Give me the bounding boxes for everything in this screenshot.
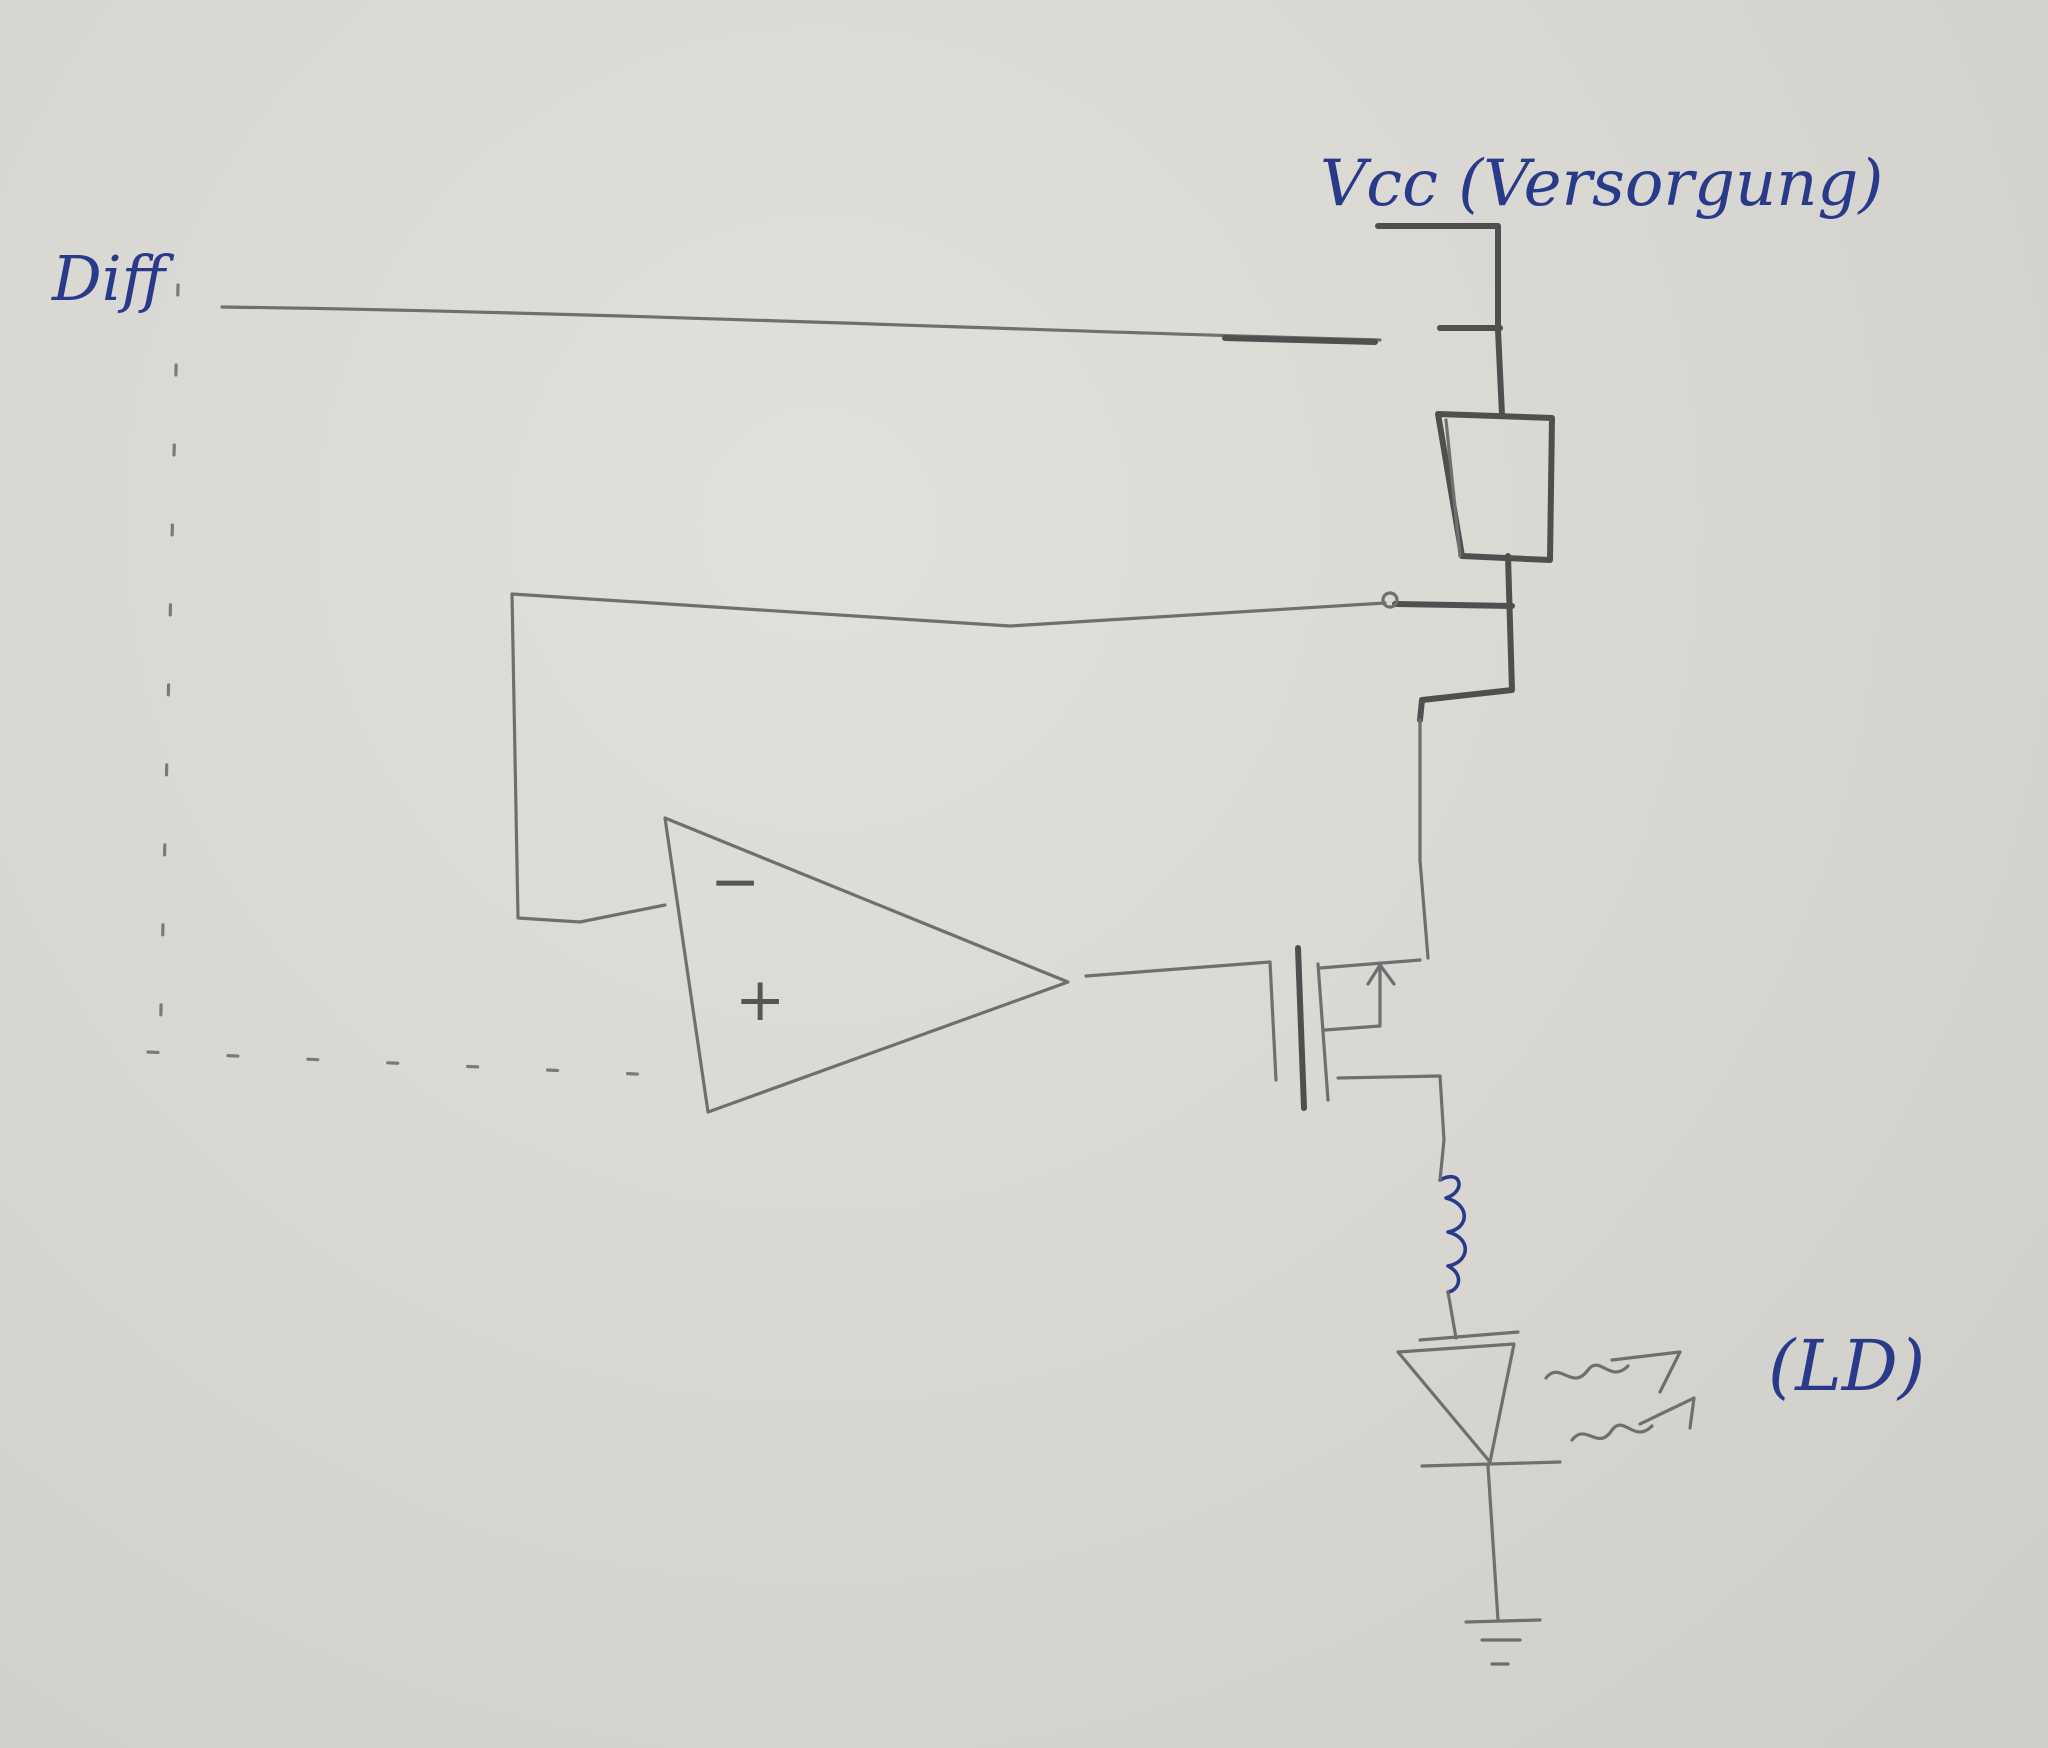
drain-wire: [1418, 718, 1430, 960]
vcc-supply-wire: [1375, 223, 1501, 333]
ground-bar-1: [1464, 1618, 1542, 1624]
laser-diode-cathode-bar: [1420, 1460, 1562, 1468]
opamp-output-wire: [1084, 960, 1278, 1082]
shunt-resistor: [1435, 411, 1555, 563]
mosfet-drain-lead: [1318, 958, 1422, 970]
ground-wire: [1486, 1464, 1500, 1622]
laser-diode-anode-bar: [1418, 1330, 1520, 1342]
reference-dashed-vertical: [158, 283, 180, 1052]
opamp-symbol: [663, 816, 1070, 1114]
laser-diode-label: (LD): [1768, 1325, 1925, 1407]
opamp-noninverting-sign: +: [735, 965, 785, 1035]
diff-input-wire: [220, 305, 1382, 342]
mosfet-body-lead: [1323, 966, 1382, 1032]
diff-input-label: Diff: [51, 242, 175, 315]
inductor-coil: [1438, 1174, 1467, 1294]
inductor-top-wire: [1438, 1138, 1446, 1182]
sense-node-dot: [1381, 591, 1399, 609]
diff-input-terminal: [1222, 335, 1378, 345]
laser-emission-arrow-lower: [1638, 1396, 1696, 1430]
feedback-wire: [510, 592, 1387, 924]
laser-diode-triangle: [1396, 1342, 1516, 1464]
shunt-resistor-sketch-line: [1444, 418, 1462, 558]
laser-emission-wave-lower: [1570, 1423, 1654, 1442]
laser-emission-wave-upper: [1544, 1363, 1630, 1380]
mosfet-source-lead: [1336, 1074, 1446, 1142]
laser-emission-arrow-upper: [1610, 1350, 1682, 1394]
mosfet-gate-plate: [1295, 945, 1307, 1111]
vcc-supply-label: Vcc (Versorgung): [1320, 147, 1883, 221]
mosfet-channel: [1316, 962, 1330, 1102]
mosfet-arrow: [1366, 963, 1396, 986]
resistor-bottom-wire: [1417, 553, 1515, 723]
sense-tap-terminal: [1392, 601, 1515, 609]
inductor-bottom-wire: [1446, 1290, 1458, 1340]
opamp-inverting-sign: −: [710, 847, 760, 917]
vcc-to-resistor-wire: [1495, 327, 1505, 418]
reference-dashed-horizontal: [146, 1050, 682, 1078]
